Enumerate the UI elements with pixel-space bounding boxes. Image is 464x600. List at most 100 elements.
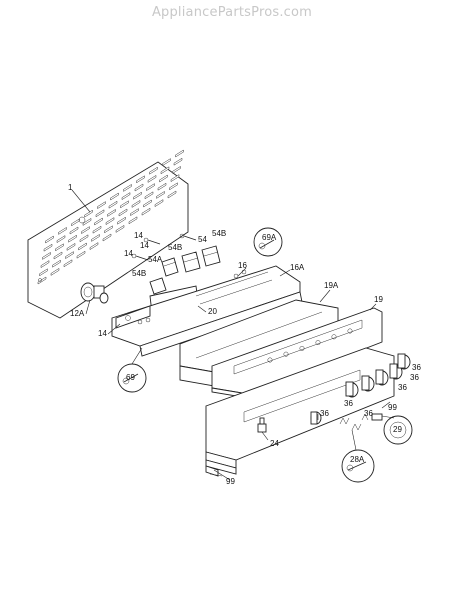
- relay: [161, 257, 179, 277]
- label-16: 16: [238, 261, 247, 270]
- vent-slot: [39, 268, 48, 277]
- lower-control-panel: [205, 347, 395, 477]
- knob-hole: [267, 357, 273, 363]
- label-54b: 54B: [212, 229, 226, 238]
- label-14: 14: [134, 231, 143, 240]
- vent-slot: [79, 234, 89, 243]
- vent-slot: [154, 199, 164, 208]
- label-24: 24: [270, 439, 279, 448]
- vent-slot: [58, 226, 67, 235]
- vent-slot: [94, 217, 103, 226]
- knob: [375, 369, 389, 386]
- vent-slot: [89, 242, 99, 251]
- label-99: 99: [226, 477, 235, 486]
- vent-slot: [102, 233, 112, 242]
- relay: [149, 277, 167, 295]
- vent-slot: [95, 209, 105, 218]
- vent-slot: [81, 226, 90, 235]
- label-29: 29: [393, 425, 402, 434]
- vent-slot: [45, 235, 54, 244]
- relay: [201, 245, 221, 267]
- label-54b: 54B: [132, 269, 146, 278]
- console-backguard: [211, 307, 383, 399]
- vent-slot: [110, 192, 119, 201]
- vent-slot: [104, 225, 113, 234]
- vent-slot: [115, 224, 125, 233]
- label-36: 36: [398, 383, 407, 392]
- label-36: 36: [412, 363, 421, 372]
- leader-lines: [71, 189, 395, 481]
- vent-slot: [53, 251, 63, 260]
- vent-slot: [160, 166, 170, 175]
- vent-slot: [146, 183, 155, 192]
- vent-slot: [172, 165, 181, 174]
- knob-hole: [299, 345, 305, 351]
- vent-slot: [78, 242, 87, 251]
- vent-slot: [128, 216, 138, 225]
- label-54a: 54A: [148, 255, 163, 264]
- label-16a: 16A: [290, 263, 305, 272]
- knob: [361, 375, 375, 392]
- vent-slot: [40, 260, 50, 269]
- clip-group: [339, 413, 383, 431]
- vent-slot: [65, 251, 74, 260]
- label-69: 69: [126, 373, 135, 382]
- vent-slot: [173, 157, 183, 166]
- label-19: 19: [374, 295, 383, 304]
- vent-slot: [68, 234, 77, 243]
- vent-slot: [175, 149, 184, 158]
- label-54b: 54B: [168, 243, 182, 252]
- label-69a: 69A: [262, 233, 277, 242]
- vent-slot: [162, 158, 171, 167]
- vent-slot: [105, 217, 115, 226]
- vent-slot: [131, 199, 141, 208]
- vent-slot: [55, 243, 64, 252]
- vent-slot: [120, 200, 129, 209]
- vent-slot: [118, 208, 128, 217]
- vent-slot: [117, 216, 126, 225]
- knob: [397, 353, 411, 370]
- label-36: 36: [364, 409, 373, 418]
- vent-slot: [82, 217, 92, 226]
- screw: [131, 253, 149, 261]
- callout-labels: 1 12A 14 14 14 14 54B 54B 54B 54 54A 16 …: [68, 183, 421, 486]
- vent-slot: [141, 207, 151, 216]
- vent-slot: [169, 182, 178, 191]
- vent-slot: [136, 175, 145, 184]
- vent-slot: [123, 183, 132, 192]
- vent-slot: [66, 242, 76, 251]
- vent-slot: [92, 225, 102, 234]
- vent-slot: [37, 276, 47, 285]
- vent-slot: [71, 218, 80, 227]
- rear-vent-panel: [27, 149, 189, 319]
- vent-slot: [170, 174, 180, 183]
- vent-slot: [107, 208, 116, 217]
- label-36: 36: [320, 409, 329, 418]
- label-14: 14: [124, 249, 133, 258]
- vent-slot: [144, 191, 154, 200]
- label-99: 99: [388, 403, 397, 412]
- knob-hole: [315, 340, 321, 346]
- knob-hole: [283, 351, 289, 357]
- label-1: 1: [68, 183, 73, 192]
- vent-slot: [134, 183, 144, 192]
- vent-slot: [50, 267, 60, 276]
- vent-slot: [143, 199, 152, 208]
- vent-slot: [130, 208, 139, 217]
- label-36: 36: [344, 399, 353, 408]
- label-54: 54: [198, 235, 207, 244]
- vent-slot: [42, 251, 51, 260]
- vent-slot: [147, 174, 157, 183]
- screw: [143, 237, 161, 245]
- vent-slot: [63, 259, 73, 268]
- vent-slot: [149, 166, 158, 175]
- relay: [181, 251, 201, 273]
- vent-slot: [157, 182, 167, 191]
- label-20: 20: [208, 307, 217, 316]
- vent-slot: [43, 243, 53, 252]
- vent-slot: [52, 259, 61, 268]
- vent-slot: [167, 190, 177, 199]
- label-12a: 12A: [70, 309, 85, 318]
- vent-slot: [133, 191, 142, 200]
